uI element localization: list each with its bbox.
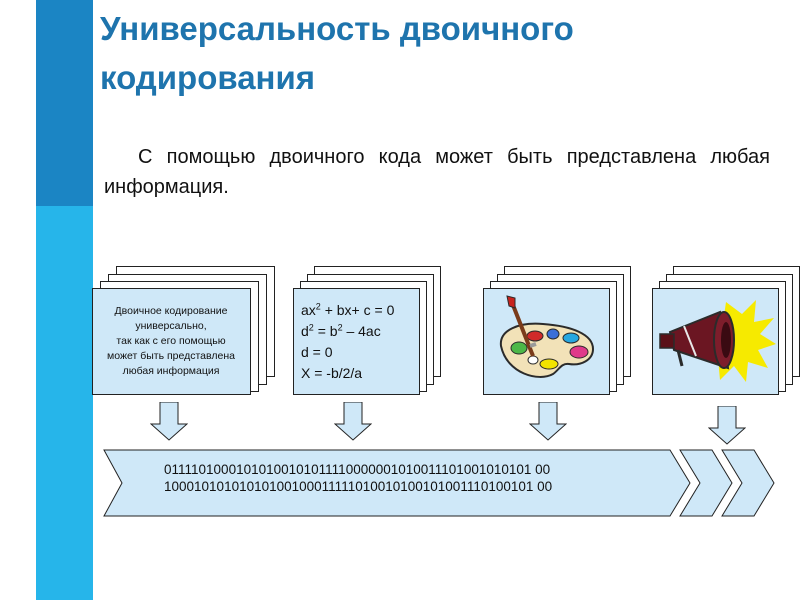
formula-discriminant: d2 = b2 – 4ac: [301, 321, 421, 342]
down-arrow-icon: [334, 402, 372, 442]
card-text-line: Двоичное кодирование: [92, 304, 250, 319]
down-arrow-icon: [529, 402, 567, 442]
formula-quadratic: ax2 + bx+ c = 0: [301, 300, 421, 321]
megaphone-icon: [656, 296, 776, 388]
sidebar-accent-light: [36, 206, 93, 600]
title-line-2: кодирования: [100, 53, 790, 102]
page-title: Универсальность двоичного кодирования: [100, 4, 790, 102]
intro-text: С помощью двоичного кода может быть пред…: [104, 142, 770, 202]
formula-d-zero: d = 0: [301, 342, 421, 363]
palette-icon: [493, 294, 603, 384]
down-arrow-icon: [150, 402, 188, 442]
card-text-content: Двоичное кодирование универсально, так к…: [92, 304, 250, 379]
down-arrow-icon: [708, 406, 746, 446]
card-text-line: так как с его помощью: [92, 334, 250, 349]
formula-root: X = -b/2/a: [301, 363, 421, 384]
binary-code: 0111101000101010010101111000000101001110…: [164, 461, 664, 495]
binary-line-1: 0111101000101010010101111000000101001110…: [164, 461, 664, 478]
title-line-1: Универсальность двоичного: [100, 4, 790, 53]
binary-line-2: 1000101010101010010001111101001010010100…: [164, 478, 664, 495]
card-text-line: любая информация: [92, 364, 250, 379]
card-text-line: универсально,: [92, 319, 250, 334]
formula-list: ax2 + bx+ c = 0 d2 = b2 – 4ac d = 0 X = …: [301, 300, 421, 384]
sidebar-accent-dark: [36, 0, 93, 206]
card-text-line: может быть представлена: [92, 349, 250, 364]
